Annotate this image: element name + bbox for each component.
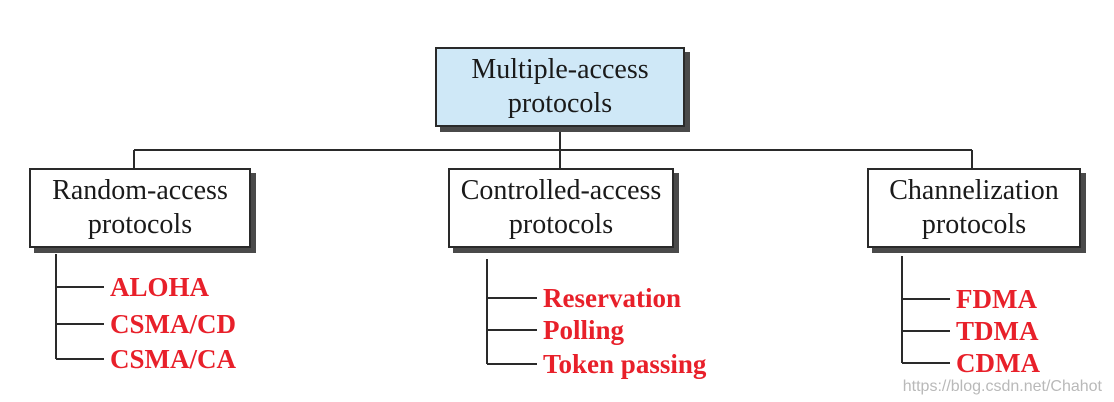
root-label-line2: protocols (507, 88, 613, 119)
category-label-line1: Controlled-access (460, 175, 662, 206)
category-label-line2: protocols (87, 209, 193, 240)
category-box-channelization: Channelization protocols (867, 168, 1081, 248)
category-label-line2: protocols (508, 209, 614, 240)
protocol-item-polling: Polling (543, 315, 625, 345)
category-label-line1: Channelization (889, 175, 1059, 206)
watermark-text: https://blog.csdn.net/Chahot (902, 378, 1102, 395)
protocol-item-aloha: ALOHA (110, 272, 210, 302)
protocol-item-csma-cd: CSMA/CD (110, 309, 236, 339)
category-label-line1: Random-access (52, 175, 228, 206)
protocol-item-fdma: FDMA (956, 284, 1037, 314)
protocol-item-token-passing: Token passing (543, 349, 707, 379)
protocol-item-tdma: TDMA (956, 316, 1039, 346)
protocol-item-csma-ca: CSMA/CA (110, 344, 236, 374)
category-label-line2: protocols (921, 209, 1027, 240)
root-box-multiple-access: Multiple-access protocols (435, 47, 685, 127)
category-box-controlled-access: Controlled-access protocols (448, 168, 674, 248)
protocol-item-cdma: CDMA (956, 348, 1040, 378)
root-label-line1: Multiple-access (471, 54, 649, 85)
protocol-item-reservation: Reservation (543, 283, 681, 313)
category-box-random-access: Random-access protocols (29, 168, 251, 248)
